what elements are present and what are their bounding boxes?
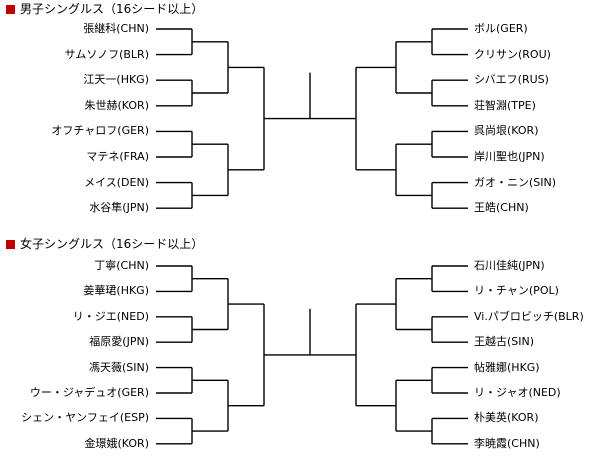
- men-right-player: 王皓(CHN): [474, 201, 529, 215]
- women-left-player: ウー・ジャデュオ(GER): [29, 386, 149, 399]
- women-singles-title-text: 女子シングルス（16シード以上）: [20, 237, 204, 251]
- men-singles-title-text: 男子シングルス（16シード以上）: [20, 2, 204, 16]
- women-right-player: 石川佳純(JPN): [474, 259, 545, 272]
- red-square-marker: [6, 5, 15, 14]
- women-left-player: 馮天薇(SIN): [88, 360, 149, 374]
- women-right-player: リ・ジャオ(NED): [474, 386, 561, 399]
- women-left-player: 姜華珺(HKG): [83, 284, 149, 298]
- women-right-player: 李暁霞(CHN): [474, 436, 540, 450]
- men-left-player: 水谷隼(JPN): [89, 201, 149, 215]
- red-square-marker: [6, 240, 15, 249]
- women-left-player: リ・ジエ(NED): [72, 309, 149, 323]
- women-left-player: シェン・ヤンフェイ(ESP): [21, 411, 149, 425]
- men-left-player: 江天一(HKG): [83, 73, 149, 87]
- men-left-player: 朱世赫(KOR): [84, 98, 150, 112]
- men-right-player: 荘智淵(TPE): [474, 98, 536, 112]
- women-left-player: 金璟娥(KOR): [84, 436, 150, 450]
- men-left-player: サムソノフ(BLR): [64, 47, 149, 61]
- men-right-player: ボル(GER): [474, 22, 528, 35]
- men-left-player: オフチャロフ(GER): [51, 124, 149, 138]
- men-right-player: 呉尚垠(KOR): [474, 124, 539, 138]
- women-left-player: 福原愛(JPN): [89, 335, 149, 349]
- women-singles-title: 女子シングルス（16シード以上）: [6, 237, 203, 251]
- women-right-player: 王越古(SIN): [474, 335, 535, 349]
- women-right-player: 帖雅娜(HKG): [474, 360, 540, 374]
- men-singles-title: 男子シングルス（16シード以上）: [6, 2, 203, 16]
- women-right-player: 朴美英(KOR): [474, 411, 539, 425]
- men-left-player: メイス(DEN): [84, 175, 149, 189]
- women-right-player: リ・チャン(POL): [474, 284, 559, 298]
- men-left-player: マテネ(FRA): [86, 150, 149, 163]
- men-right-player: ガオ・ニン(SIN): [474, 175, 557, 189]
- men-right-player: 岸川聖也(JPN): [474, 150, 545, 163]
- men-right-player: クリサン(ROU): [474, 47, 551, 61]
- men-right-player: シバエフ(RUS): [474, 73, 549, 87]
- women-right-player: Vi.パブロビッチ(BLR): [474, 309, 584, 323]
- women-left-player: 丁寧(CHN): [94, 259, 149, 272]
- men-left-player: 張継科(CHN): [83, 22, 149, 35]
